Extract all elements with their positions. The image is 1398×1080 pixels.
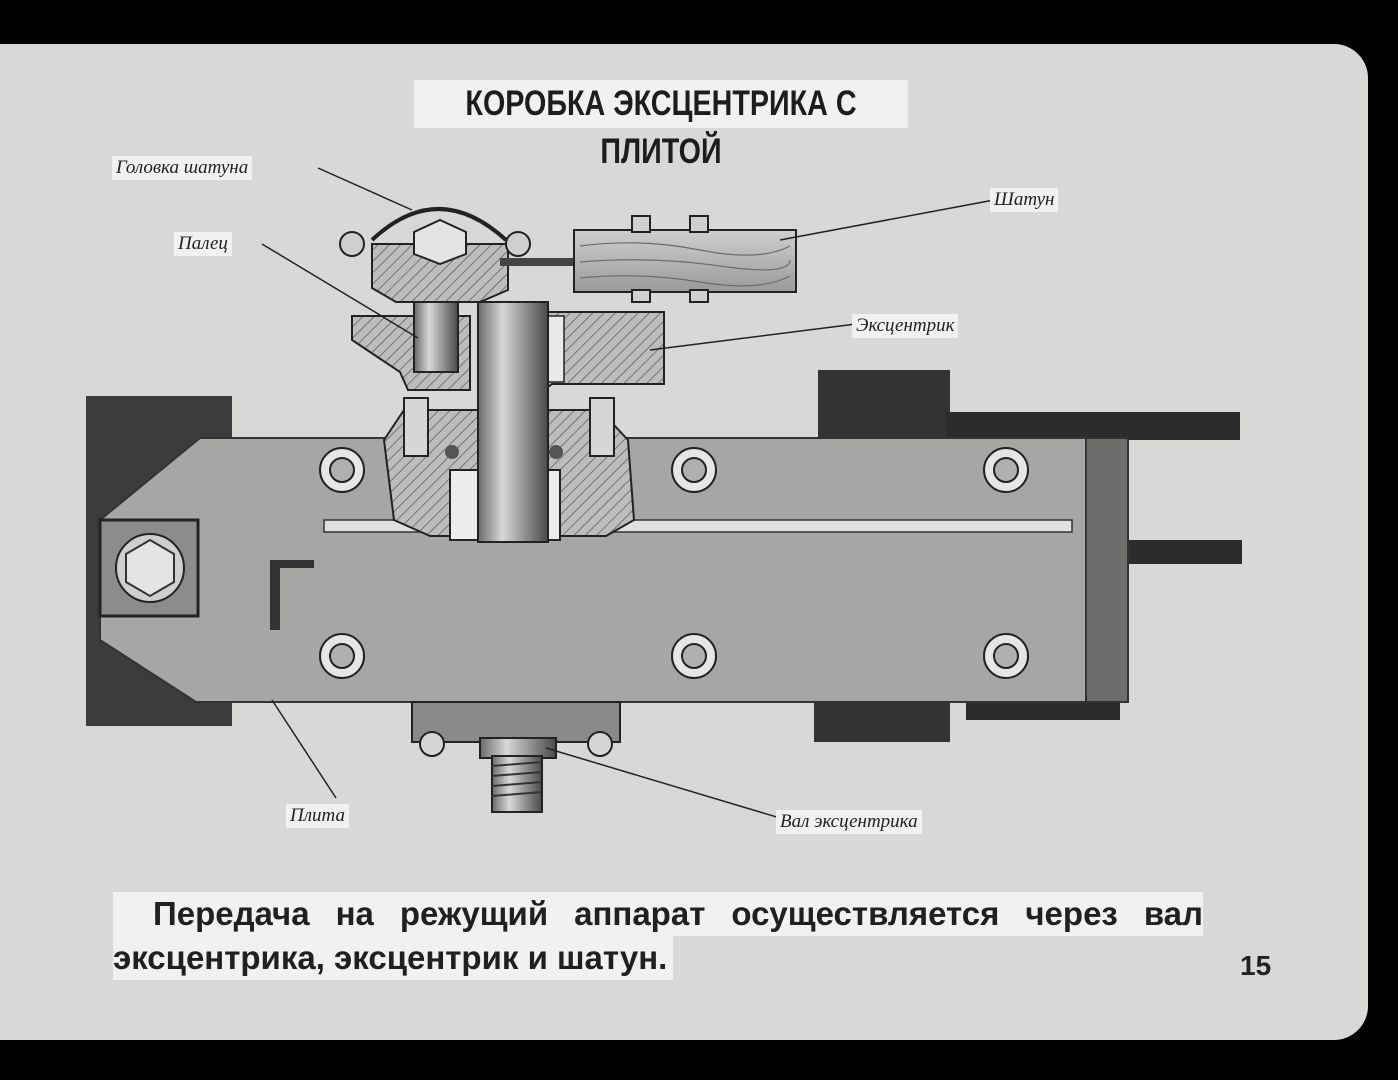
- pitman-rod: [573, 229, 797, 293]
- caption: Передача на режущий аппарат осуществляет…: [113, 892, 1203, 980]
- plate-end: [1085, 437, 1129, 703]
- label-eccentric-shaft: Вал эксцентрика: [776, 810, 922, 834]
- plate-bolts: [319, 447, 1029, 679]
- slide-title: КОРОБКА ЭКСЦЕНТРИКА С ПЛИТОЙ: [414, 80, 908, 171]
- knife-bar-bottom: [966, 700, 1120, 720]
- bottom-flange: [411, 701, 621, 743]
- label-plate: Плита: [286, 804, 349, 828]
- eccentric-shaft: [477, 301, 549, 543]
- label-eccentric: Эксцентрик: [852, 314, 959, 338]
- label-pin: Палец: [174, 232, 232, 256]
- knife-bar-top: [946, 412, 1240, 440]
- caption-line-2: эксцентрика, эксцентрик и шатун.: [113, 936, 674, 980]
- knife-bar-middle: [1120, 540, 1242, 564]
- plate-corner-mark: [270, 560, 314, 630]
- page-number: 15: [1240, 950, 1272, 981]
- leader-lines: [261, 167, 995, 819]
- right-guide-block-top: [818, 370, 950, 440]
- caption-line-1: Передача на режущий аппарат осуществляет…: [113, 892, 1203, 936]
- label-pitman: Шатун: [990, 188, 1059, 212]
- label-rod-head: Головка шатуна: [112, 156, 253, 180]
